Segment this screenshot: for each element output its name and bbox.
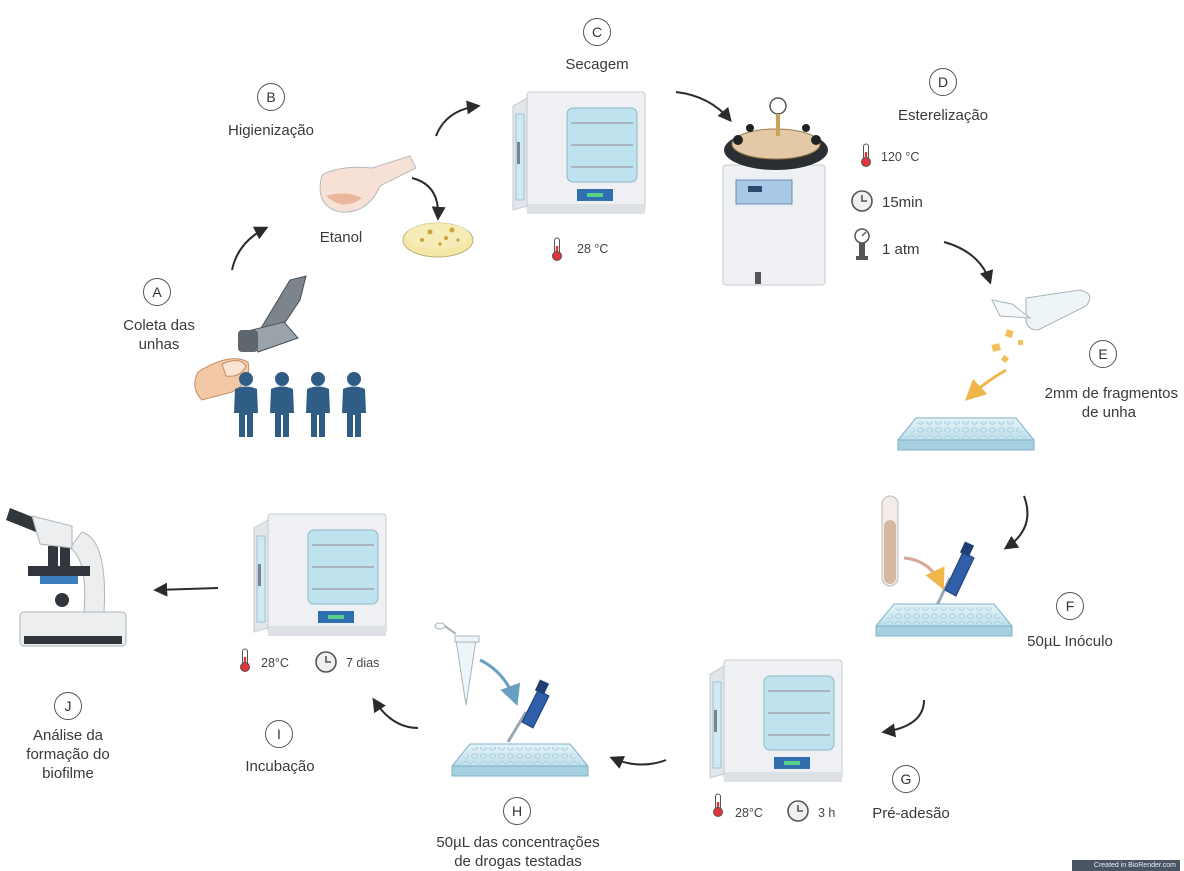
thermometer-icon bbox=[861, 143, 871, 167]
tube-icon bbox=[434, 622, 480, 706]
step-g-label: Pré-adesão bbox=[872, 805, 950, 822]
pressure-gauge-icon bbox=[854, 228, 870, 260]
people-icon bbox=[234, 372, 366, 437]
step-a-label-line1: Coleta das bbox=[123, 317, 195, 334]
nail-clipper-icon bbox=[238, 275, 307, 353]
step-c-badge: C bbox=[583, 18, 611, 46]
step-h-label: 50µL das concentrações de drogas testada… bbox=[408, 833, 628, 871]
step-j-badge: J bbox=[54, 692, 82, 720]
step-a-badge: A bbox=[143, 278, 171, 306]
step-f-badge: F bbox=[1056, 592, 1084, 620]
step-j-label: Análise da formação do biofilme bbox=[8, 726, 128, 783]
step-h-badge: H bbox=[503, 797, 531, 825]
step-j-label-line2: formação do bbox=[26, 746, 110, 763]
thermometer-icon bbox=[713, 793, 723, 817]
pipette-icon bbox=[928, 541, 975, 621]
biorender-credit[interactable]: Created in BioRender.com bbox=[1072, 860, 1180, 871]
step-d-label: Esterelização bbox=[897, 107, 989, 124]
step-g-temp: 28°C bbox=[735, 806, 763, 820]
clock-icon bbox=[851, 190, 873, 212]
incubator-icon bbox=[253, 513, 387, 637]
step-i-label: Incubação bbox=[245, 758, 315, 775]
step-j-label-line3: biofilme bbox=[42, 765, 94, 782]
step-d-badge: D bbox=[929, 68, 957, 96]
thermometer-icon bbox=[240, 648, 250, 672]
step-i-badge: I bbox=[265, 720, 293, 748]
test-tube-icon bbox=[881, 495, 899, 587]
step-d-temp: 120 °C bbox=[881, 150, 920, 164]
step-c-temp: 28 °C bbox=[577, 242, 609, 256]
well-plate-icon bbox=[451, 743, 589, 777]
step-c-label: Secagem bbox=[565, 56, 629, 73]
step-a-label-line2: unhas bbox=[138, 336, 180, 353]
step-g-badge: G bbox=[892, 765, 920, 793]
microscope-icon bbox=[6, 508, 127, 647]
step-h-label-line2: de drogas testadas bbox=[454, 853, 582, 870]
incubator-icon bbox=[512, 91, 646, 215]
autoclave-icon bbox=[722, 97, 828, 286]
step-e-label: 2mm de fragmentos de unha bbox=[1018, 384, 1178, 422]
step-f-label: 50µL Inóculo bbox=[1027, 633, 1113, 650]
well-plate-icon bbox=[897, 417, 1035, 451]
step-e-label-line2: de unha bbox=[1081, 404, 1136, 421]
step-g-time: 3 h bbox=[818, 806, 836, 820]
thermometer-icon bbox=[552, 237, 562, 261]
step-e-label-line1: 2mm de fragmentos bbox=[1044, 385, 1178, 402]
flask-icon bbox=[319, 155, 417, 213]
clock-icon bbox=[787, 800, 809, 822]
well-plate-icon bbox=[875, 603, 1013, 637]
step-b-reagent: Etanol bbox=[319, 229, 363, 246]
step-d-pressure: 1 atm bbox=[882, 241, 920, 258]
nail-fragments bbox=[991, 329, 1023, 364]
tube-icon bbox=[991, 289, 1091, 331]
pipette-icon bbox=[506, 679, 550, 743]
incubator-icon bbox=[709, 659, 843, 783]
step-h-label-line1: 50µL das concentrações bbox=[436, 834, 600, 851]
step-i-time: 7 dias bbox=[346, 656, 380, 670]
clock-icon bbox=[315, 651, 337, 673]
step-j-label-line1: Análise da bbox=[32, 727, 104, 744]
step-a-label: Coleta das unhas bbox=[104, 316, 214, 354]
petri-dish-icon bbox=[402, 222, 474, 258]
step-e-badge: E bbox=[1089, 340, 1117, 368]
step-b-label: Higienização bbox=[228, 122, 314, 139]
step-d-time: 15min bbox=[882, 194, 923, 211]
step-i-temp: 28°C bbox=[261, 656, 289, 670]
step-b-badge: B bbox=[257, 83, 285, 111]
